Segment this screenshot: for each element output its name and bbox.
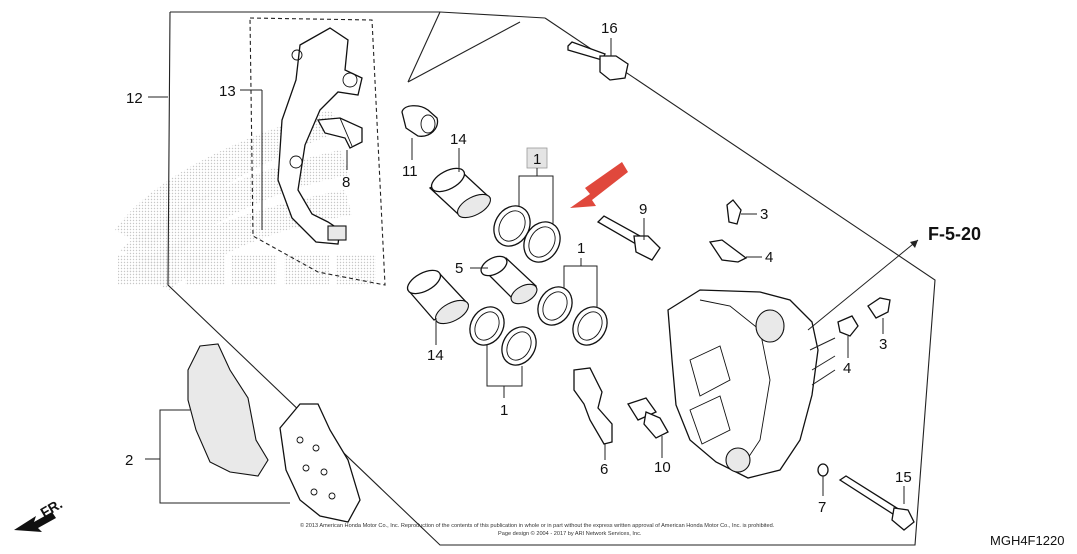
- pad-retainer[interactable]: [573, 367, 613, 445]
- ref-9[interactable]: 9: [639, 201, 647, 218]
- caliper-bracket[interactable]: [277, 27, 363, 245]
- piston-seal-set-top[interactable]: [487, 199, 567, 268]
- flange-bolt[interactable]: [567, 41, 629, 81]
- piston-seal-set-bottom[interactable]: [463, 301, 543, 372]
- front-arrow-icon: [14, 512, 56, 532]
- piston-bottom[interactable]: [404, 266, 472, 329]
- ref-1-right[interactable]: 1: [577, 240, 585, 257]
- ref-12[interactable]: 12: [126, 90, 143, 107]
- piston-top[interactable]: [428, 164, 494, 223]
- caliper-body[interactable]: [667, 289, 819, 479]
- piston-seal-set-right[interactable]: [531, 281, 614, 352]
- ref-16[interactable]: 16: [601, 20, 618, 37]
- piston-small[interactable]: [478, 252, 540, 307]
- ref-6[interactable]: 6: [600, 461, 608, 478]
- ref-5[interactable]: 5: [455, 260, 463, 277]
- assembly-frame: [167, 11, 936, 546]
- ref-11[interactable]: 11: [402, 163, 418, 180]
- washer[interactable]: [817, 463, 829, 477]
- pin-bolt[interactable]: [627, 397, 669, 439]
- ref-3-right[interactable]: 3: [879, 336, 887, 353]
- copyright-line-2: Page design © 2004 - 2017 by ARI Network…: [498, 530, 642, 537]
- bleeder-cap-right[interactable]: [837, 315, 859, 337]
- ref-numbers: 12 13 8 11 14 1 16 9 3 4 5 1 14 1 2 6 10…: [125, 20, 981, 516]
- ref-4-right[interactable]: 4: [843, 360, 851, 377]
- ref-1-bottom[interactable]: 1: [500, 402, 508, 419]
- bleeder-cap-top[interactable]: [708, 239, 748, 263]
- pad-pin[interactable]: [838, 475, 915, 531]
- highlight-arrow: [570, 162, 628, 208]
- caliper-pin[interactable]: [596, 215, 661, 261]
- leader-lines: [145, 38, 919, 504]
- ref-2[interactable]: 2: [125, 452, 133, 469]
- ref-1-top[interactable]: 1: [533, 151, 541, 168]
- ref-10[interactable]: 10: [654, 459, 671, 476]
- diagram-code: MGH4F1220: [990, 533, 1064, 548]
- ref-13[interactable]: 13: [219, 83, 236, 100]
- ref-15[interactable]: 15: [895, 469, 912, 486]
- ref-8[interactable]: 8: [342, 174, 350, 191]
- front-indicator: FR.: [14, 495, 65, 532]
- copyright-line-1: © 2013 American Honda Motor Co., Inc. Re…: [300, 522, 775, 529]
- pin-boot[interactable]: [401, 105, 439, 137]
- bracket-subframe: [249, 17, 386, 286]
- ref-14-top[interactable]: 14: [450, 131, 467, 148]
- honda-watermark: [115, 110, 376, 290]
- brake-pad-set[interactable]: [187, 343, 361, 523]
- bleeder-screw-right[interactable]: [867, 297, 891, 319]
- ref-4-top[interactable]: 4: [765, 249, 773, 266]
- ref-14-bottom[interactable]: 14: [427, 347, 444, 364]
- external-ref-f-5-20[interactable]: F-5-20: [928, 224, 981, 244]
- front-label: FR.: [38, 495, 66, 520]
- pad-spring-clip[interactable]: [316, 117, 363, 149]
- ref-3-top[interactable]: 3: [760, 206, 768, 223]
- ref-7[interactable]: 7: [818, 499, 826, 516]
- bleeder-screw-top[interactable]: [726, 199, 742, 225]
